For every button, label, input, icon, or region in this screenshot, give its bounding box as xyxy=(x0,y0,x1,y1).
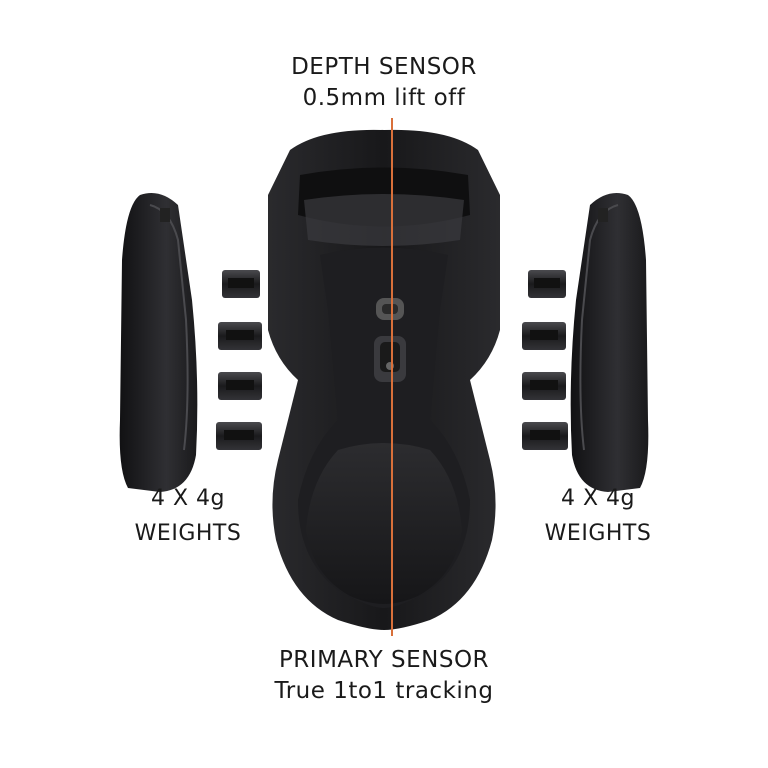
primary-sensor-title: PRIMARY SENSOR xyxy=(278,647,490,673)
primary-sensor-label: PRIMARY SENSOR True 1to1 tracking xyxy=(222,645,546,707)
mouse-body xyxy=(268,129,500,631)
weights-left-count: 4 X 4g xyxy=(150,486,226,511)
weight-piece xyxy=(528,270,566,298)
weight-piece xyxy=(222,270,260,298)
depth-sensor-subtitle: 0.5mm lift off xyxy=(302,85,466,111)
weights-left-title: WEIGHTS xyxy=(134,521,242,546)
left-side-panel xyxy=(119,192,198,493)
weights-right-title: WEIGHTS xyxy=(544,521,652,546)
weights-left-label: 4 X 4g WEIGHTS xyxy=(118,481,258,551)
weight-piece xyxy=(522,322,566,350)
left-weights xyxy=(216,270,262,450)
weight-piece xyxy=(522,422,568,450)
weights-right-count: 4 X 4g xyxy=(560,486,636,511)
primary-sensor-subtitle: True 1to1 tracking xyxy=(274,678,494,704)
depth-sensor-label: DEPTH SENSOR 0.5mm lift off xyxy=(234,52,534,114)
weight-piece xyxy=(218,322,262,350)
weights-right-label: 4 X 4g WEIGHTS xyxy=(528,481,668,551)
weight-piece xyxy=(522,372,566,400)
right-side-panel xyxy=(570,192,649,493)
right-weights xyxy=(522,270,568,450)
depth-sensor-title: DEPTH SENSOR xyxy=(291,54,477,80)
weight-piece xyxy=(216,422,262,450)
weight-piece xyxy=(218,372,262,400)
